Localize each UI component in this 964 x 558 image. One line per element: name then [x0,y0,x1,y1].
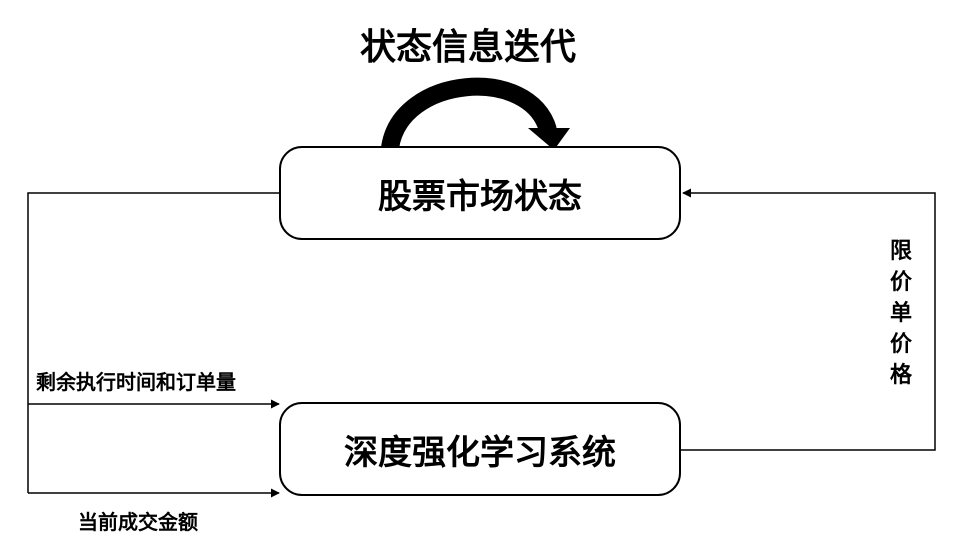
diagram-title: 状态信息迭代 [360,27,577,68]
remaining-time-volume-label: 剩余执行时间和订单量 [36,370,236,394]
right-loop-line [680,188,936,451]
self-loop-arrow [381,77,557,150]
left-loop-line [27,192,280,493]
current-amount-label: 当前成交金额 [78,510,198,534]
limit-price-label: 限价单价格 [889,239,912,388]
rl-system-label: 深度强化学习系统 [344,432,616,473]
market-state-label: 股票市场状态 [378,176,582,217]
rl-system-box [279,402,681,496]
self-loop-arrowhead [528,128,570,150]
